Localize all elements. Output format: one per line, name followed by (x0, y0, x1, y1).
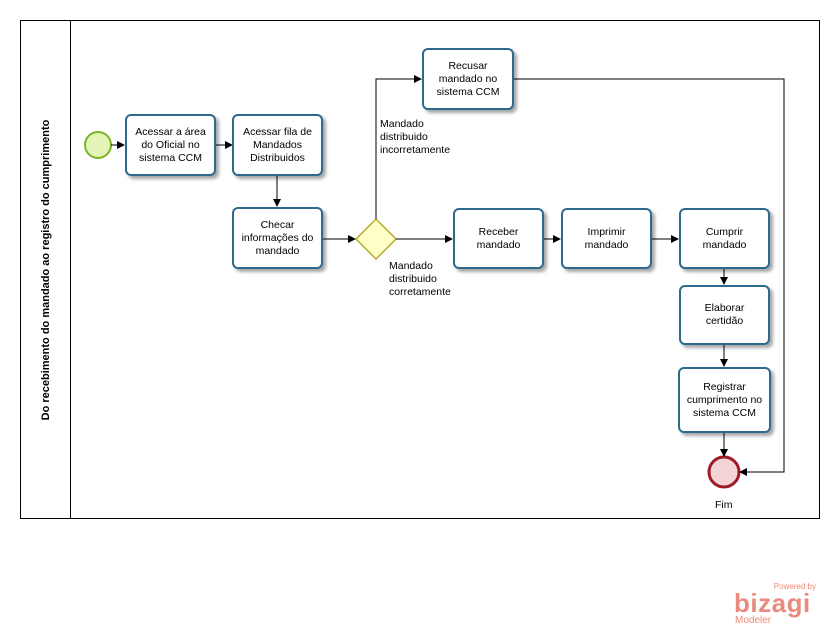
pool (20, 20, 820, 519)
task-elaborar-certidao[interactable]: Elaborar certidão (679, 285, 770, 345)
brand-powered-by: Powered by (773, 582, 816, 591)
task-receber-mandado[interactable]: Receber mandado (453, 208, 544, 269)
task-registrar-cumprimento[interactable]: Registrar cumprimento no sistema CCM (678, 367, 771, 433)
task-acessar-area[interactable]: Acessar a área do Oficial no sistema CCM (125, 114, 216, 176)
label-corretamente: Mandado distribuido corretamente (389, 260, 451, 298)
start-event[interactable] (84, 131, 112, 159)
exclusive-gateway[interactable] (354, 217, 398, 261)
end-event-label: Fim (715, 499, 733, 511)
task-acessar-fila[interactable]: Acessar fila de Mandados Distribuidos (232, 114, 323, 176)
bizagi-logo: Powered by bizagi Modeler (734, 582, 818, 628)
brand-product: Modeler (735, 615, 772, 626)
task-recusar-mandado[interactable]: Recusar mandado no sistema CCM (422, 48, 514, 110)
task-cumprir-mandado[interactable]: Cumprir mandado (679, 208, 770, 269)
lane-header (20, 20, 71, 519)
label-incorretamente: Mandado distribuido incorretamente (380, 118, 451, 156)
end-event[interactable] (707, 455, 741, 489)
brand-name: bizagi (734, 588, 811, 618)
task-imprimir-mandado[interactable]: Imprimir mandado (561, 208, 652, 269)
flow-recusar-to-fim (514, 78, 785, 476)
flow-gateway-to-recusar (375, 75, 422, 219)
task-checar-informacoes[interactable]: Checar informações do mandado (232, 207, 323, 269)
